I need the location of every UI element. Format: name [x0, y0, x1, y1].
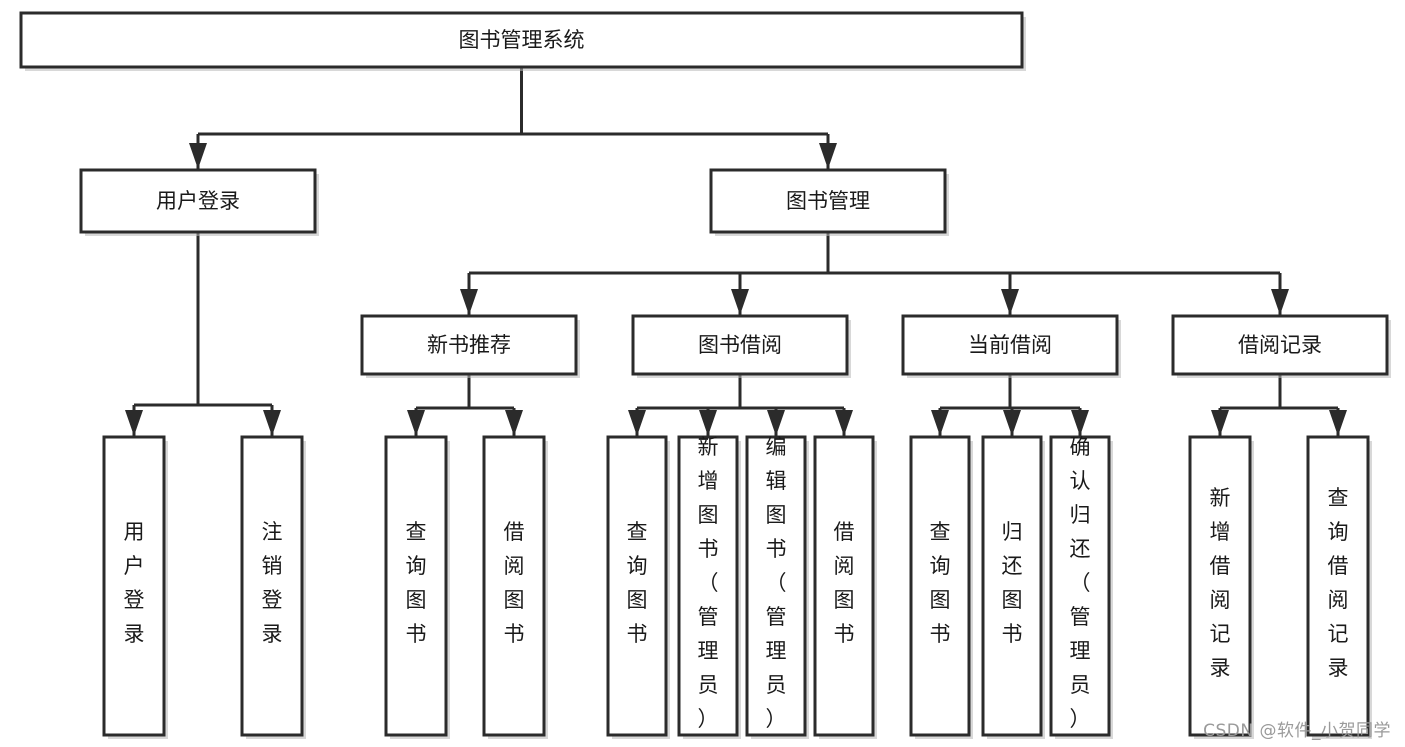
node-label: 借阅图书	[834, 520, 855, 646]
node-rect[interactable]	[1049, 435, 1111, 737]
node-new-book-rec[interactable]: 新书推荐	[360, 314, 580, 378]
node-leaf-query-book-cur[interactable]: 查询图书	[909, 435, 973, 739]
node-label: 新书推荐	[427, 333, 511, 357]
edge-book-borrow-to-leaves	[628, 374, 853, 436]
node-rect[interactable]	[606, 435, 668, 737]
edge-bookmanage-to-level2	[460, 232, 1289, 315]
node-leaf-borrow-book[interactable]: 借阅图书	[813, 435, 877, 739]
connector-layer	[125, 67, 1347, 436]
arrow-head-icon	[505, 410, 523, 436]
arrow-head-icon	[731, 289, 749, 315]
node-book-manage[interactable]: 图书管理	[709, 168, 949, 236]
node-label: 查询图书	[406, 520, 427, 646]
node-leaf-add-record[interactable]: 新增借阅记录	[1188, 435, 1254, 739]
node-leaf-query-book-borrow[interactable]: 查询图书	[606, 435, 670, 739]
node-rect[interactable]	[19, 11, 1024, 69]
node-leaf-confirm-return[interactable]: 确认归还（管理员）	[1049, 435, 1113, 739]
node-label: 查询图书	[930, 520, 951, 646]
node-layer: 图书管理系统用户登录图书管理新书推荐图书借阅当前借阅借阅记录用户登录注销登录查询…	[19, 11, 1391, 739]
node-rect[interactable]	[384, 435, 448, 737]
node-label: 查询图书	[627, 520, 648, 646]
node-rect[interactable]	[360, 314, 578, 376]
node-label: 借阅图书	[504, 520, 525, 646]
node-root[interactable]: 图书管理系统	[19, 11, 1026, 71]
arrow-head-icon	[1003, 410, 1021, 436]
node-leaf-add-book[interactable]: 新增图书（管理员）	[677, 435, 741, 739]
arrow-head-icon	[125, 410, 143, 436]
node-rect[interactable]	[901, 314, 1119, 376]
node-book-borrow[interactable]: 图书借阅	[631, 314, 851, 378]
arrow-head-icon	[819, 143, 837, 169]
node-leaf-edit-book[interactable]: 编辑图书（管理员）	[745, 435, 809, 739]
arrow-head-icon	[1001, 289, 1019, 315]
node-rect[interactable]	[909, 435, 971, 737]
node-leaf-user-login[interactable]: 用户登录	[102, 435, 168, 739]
edge-root-to-level1	[189, 67, 837, 169]
edge-borrow-record-to-leaves	[1211, 374, 1347, 436]
node-rect[interactable]	[482, 435, 546, 737]
node-rect[interactable]	[981, 435, 1043, 737]
edge-current-borrow-to-leaves	[931, 374, 1089, 436]
node-leaf-user-logout[interactable]: 注销登录	[240, 435, 306, 739]
node-rect[interactable]	[102, 435, 166, 737]
node-rect[interactable]	[631, 314, 849, 376]
arrow-head-icon	[767, 410, 785, 436]
arrow-head-icon	[1329, 410, 1347, 436]
node-leaf-query-book-rec[interactable]: 查询图书	[384, 435, 450, 739]
node-label: 图书管理系统	[459, 28, 585, 52]
arrow-head-icon	[931, 410, 949, 436]
arrow-head-icon	[189, 143, 207, 169]
node-rect[interactable]	[813, 435, 875, 737]
node-label: 图书借阅	[698, 333, 782, 357]
node-label: 查询借阅记录	[1328, 486, 1349, 680]
node-label: 新增图书（管理员）	[698, 435, 719, 731]
arrow-head-icon	[628, 410, 646, 436]
node-leaf-return-book[interactable]: 归还图书	[981, 435, 1045, 739]
node-label: 用户登录	[124, 520, 145, 646]
node-rect[interactable]	[745, 435, 807, 737]
node-label: 注销登录	[262, 520, 283, 646]
node-rect[interactable]	[677, 435, 739, 737]
node-borrow-record[interactable]: 借阅记录	[1171, 314, 1391, 378]
node-label: 图书管理	[786, 189, 870, 213]
arrow-head-icon	[407, 410, 425, 436]
node-current-borrow[interactable]: 当前借阅	[901, 314, 1121, 378]
node-leaf-query-record[interactable]: 查询借阅记录	[1306, 435, 1372, 739]
node-rect[interactable]	[1188, 435, 1252, 737]
node-rect[interactable]	[709, 168, 947, 234]
node-label: 新增借阅记录	[1210, 486, 1231, 680]
arrow-head-icon	[699, 410, 717, 436]
edge-new-book-rec-to-leaves	[407, 374, 523, 436]
edge-user-login-to-leaves	[125, 232, 281, 436]
node-label: 归还图书	[1002, 520, 1023, 646]
node-label: 当前借阅	[968, 333, 1052, 357]
arrow-head-icon	[460, 289, 478, 315]
node-rect[interactable]	[1306, 435, 1370, 737]
node-user-login[interactable]: 用户登录	[79, 168, 319, 236]
node-rect[interactable]	[240, 435, 304, 737]
arrow-head-icon	[1271, 289, 1289, 315]
arrow-head-icon	[835, 410, 853, 436]
node-label: 借阅记录	[1238, 333, 1322, 357]
node-label: 编辑图书（管理员）	[766, 435, 787, 731]
node-rect[interactable]	[79, 168, 317, 234]
arrow-head-icon	[1211, 410, 1229, 436]
arrow-head-icon	[263, 410, 281, 436]
node-leaf-borrow-book-rec[interactable]: 借阅图书	[482, 435, 548, 739]
arrow-head-icon	[1071, 410, 1089, 436]
node-label: 确认归还（管理员）	[1070, 435, 1091, 731]
node-label: 用户登录	[156, 189, 240, 213]
node-rect[interactable]	[1171, 314, 1389, 376]
